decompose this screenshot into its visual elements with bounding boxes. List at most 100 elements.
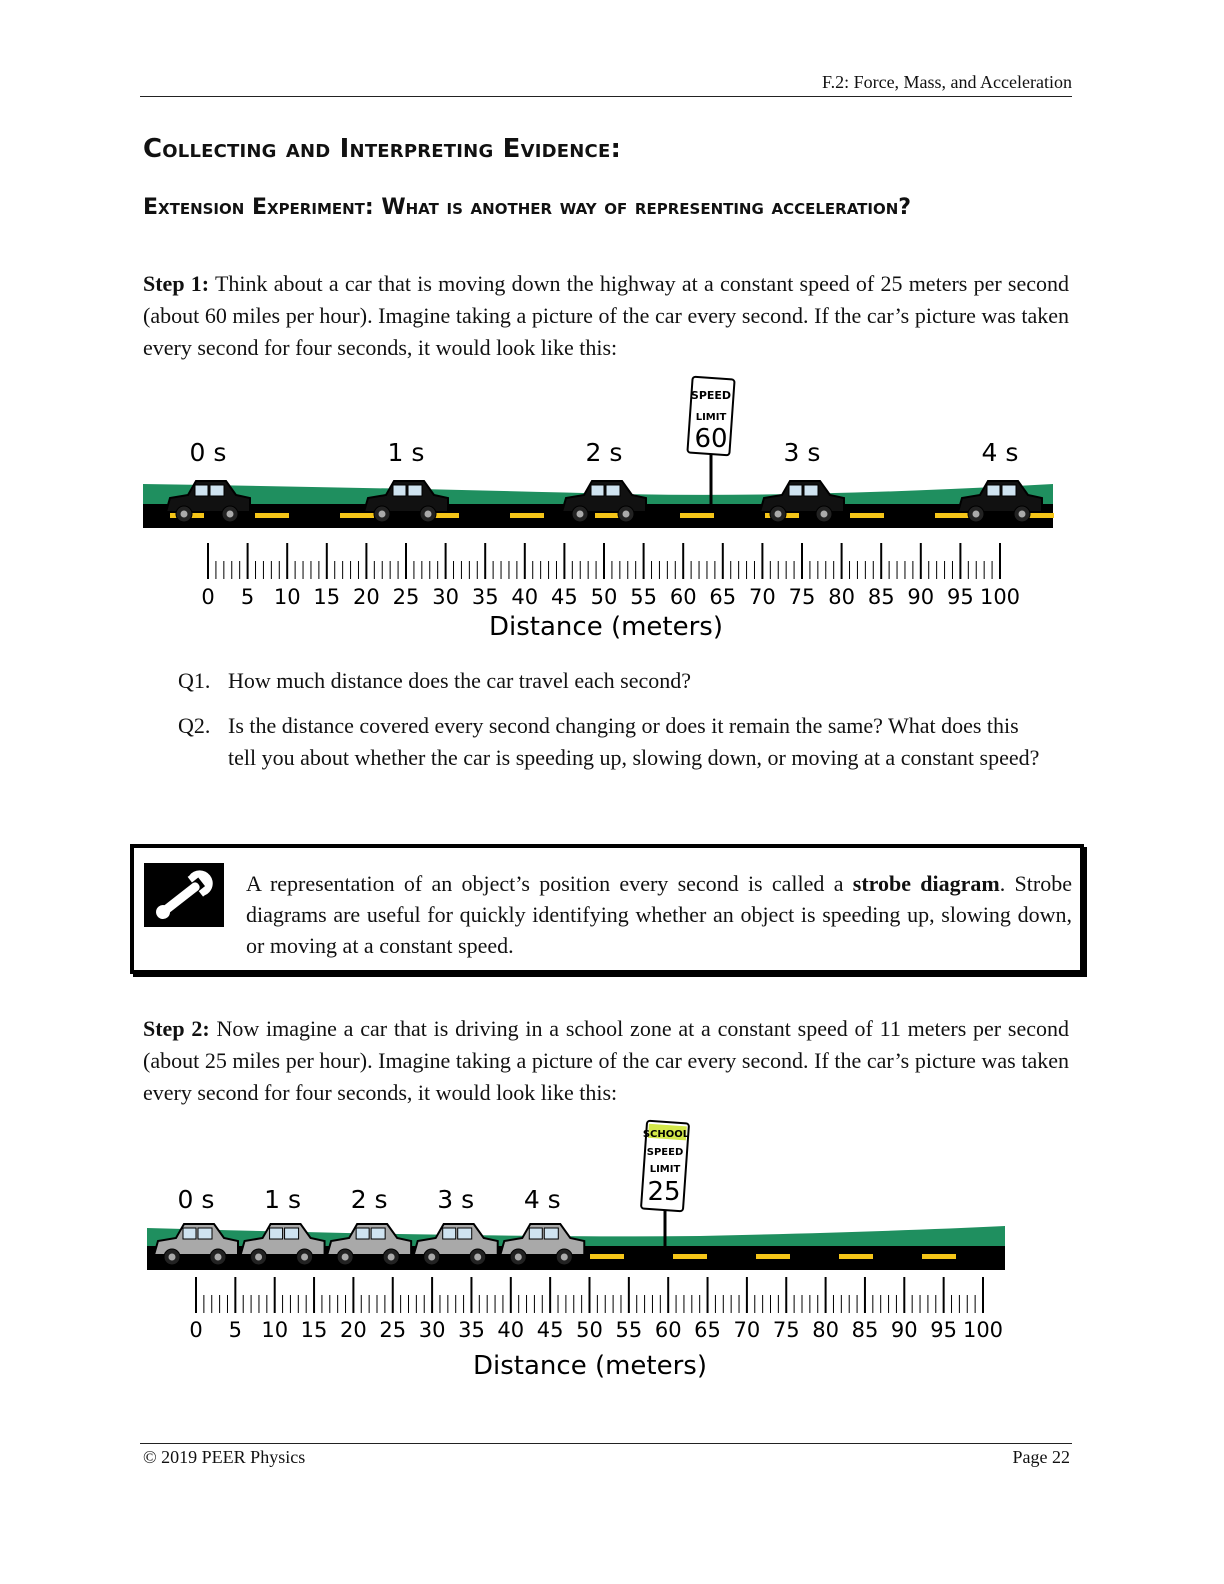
car [152, 1223, 239, 1266]
lane-stripe [590, 1254, 624, 1259]
lane-stripe [425, 513, 459, 518]
fig1-axis-label: Distance (meters) [489, 612, 723, 642]
fig2-ruler-label: 85 [852, 1318, 879, 1342]
fig2-ruler-label: 45 [537, 1318, 564, 1342]
fig2-axis-label: Distance (meters) [473, 1351, 707, 1381]
fig1-ruler-label: 25 [393, 585, 420, 609]
fig2-ruler-label: 50 [576, 1318, 603, 1342]
fig1-ruler-label: 85 [868, 585, 895, 609]
lane-stripe [673, 1254, 707, 1259]
lane-stripe [765, 513, 799, 518]
lane-stripe [255, 513, 289, 518]
school-speed-sign [640, 1119, 690, 1213]
car [362, 480, 449, 523]
note-text-after: . Strobe diagrams are useful for quickly… [246, 871, 1072, 958]
fig2-ruler-label: 75 [773, 1318, 800, 1342]
car [412, 1223, 499, 1266]
car [956, 480, 1043, 523]
fig2-ruler-label: 35 [458, 1318, 485, 1342]
fig1-ruler-label: 100 [980, 585, 1020, 609]
strobe-diagram-term: strobe diagram [852, 871, 1000, 896]
car [239, 1223, 326, 1266]
step-1-text: Think about a car that is moving down th… [143, 271, 1070, 360]
car [560, 480, 647, 523]
fig1-ruler-label: 10 [274, 585, 301, 609]
lane-stripe [340, 513, 374, 518]
lane-stripe [595, 513, 629, 518]
header-divider [140, 96, 1072, 97]
fig1-ruler-label: 55 [630, 585, 657, 609]
fig1-ruler-label: 50 [591, 585, 618, 609]
lane-stripe [1020, 513, 1054, 518]
car [164, 480, 251, 523]
sign-number: 25 [647, 1177, 680, 1207]
fig2-ruler-label: 90 [891, 1318, 918, 1342]
question-1: Q1. How much distance does the car trave… [178, 665, 1058, 697]
fig2-ruler-label: 80 [812, 1318, 839, 1342]
fig2-ruler-label: 5 [229, 1318, 242, 1342]
page-number: Page 22 [1012, 1447, 1071, 1467]
fig2-ruler-label: 60 [655, 1318, 682, 1342]
fig2-ruler-label: 30 [419, 1318, 446, 1342]
speed-limit-sign [686, 375, 736, 457]
lane-stripe [170, 513, 204, 518]
step-2-paragraph: Step 2: Now imagine a car that is drivin… [143, 1013, 1069, 1109]
fig2-ruler-label: 40 [497, 1318, 524, 1342]
fig1-ruler-label: 65 [709, 585, 736, 609]
lane-stripe [850, 513, 884, 518]
time-label: 2 s [351, 1185, 388, 1214]
fig2-ruler-label: 20 [340, 1318, 367, 1342]
fig1-ruler-label: 70 [749, 585, 776, 609]
time-label: 1 s [264, 1185, 301, 1214]
note-text: A representation of an object’s position… [246, 868, 1072, 961]
sign-text-speed: SPEED [647, 1147, 684, 1158]
fig1-ruler-label: 95 [947, 585, 974, 609]
time-label: 3 s [437, 1185, 474, 1214]
strobe-diagram-note: A representation of an object’s position… [130, 844, 1084, 974]
fig1-ruler-label: 45 [551, 585, 578, 609]
fig2-ruler-label: 0 [189, 1318, 202, 1342]
fig1-ruler-label: 75 [789, 585, 816, 609]
note-text-before: A representation of an object’s position… [246, 871, 853, 896]
time-label: 1 s [388, 438, 425, 467]
lane-stripe [756, 1254, 790, 1259]
fig1-ruler-label: 35 [472, 585, 499, 609]
fig2-ruler-label: 15 [301, 1318, 328, 1342]
grass-strip [143, 484, 1053, 508]
question-1-number: Q1. [178, 668, 211, 693]
grass-strip [147, 1226, 1005, 1250]
question-2: Q2. Is the distance covered every second… [178, 710, 1058, 810]
fig2-ruler-label: 95 [930, 1318, 957, 1342]
fig2-ruler-label: 55 [615, 1318, 642, 1342]
sign-text-limit: LIMIT [650, 1164, 681, 1175]
fig2-ruler-label: 65 [694, 1318, 721, 1342]
question-2-text: Is the distance covered every second cha… [228, 713, 1040, 770]
fig1-ruler-label: 0 [201, 585, 214, 609]
time-label: 0 s [190, 438, 227, 467]
step-2-label: Step 2: [143, 1016, 210, 1041]
sign-text-school: SCHOOL [643, 1129, 690, 1140]
lane-stripe [922, 1254, 956, 1259]
step-1-label: Step 1: [143, 271, 210, 296]
highway-road [143, 504, 1053, 528]
step-1-paragraph: Step 1: Think about a car that is moving… [143, 268, 1069, 364]
time-label: 2 s [586, 438, 623, 467]
fig1-ruler-label: 60 [670, 585, 697, 609]
fig1-ruler-label: 80 [828, 585, 855, 609]
footer-divider [140, 1443, 1072, 1444]
car [498, 1223, 586, 1266]
sign-text-speed: SPEED [691, 389, 731, 402]
section-heading: Collecting and Interpreting Evidence: [143, 134, 622, 164]
question-1-text: How much distance does the car travel ea… [228, 668, 692, 693]
lane-stripe [935, 513, 969, 518]
fig1-ruler-label: 40 [511, 585, 538, 609]
fig2-ruler-label: 100 [963, 1318, 1003, 1342]
fig1-ruler-label: 20 [353, 585, 380, 609]
school-road [147, 1246, 1005, 1270]
question-2-number: Q2. [178, 713, 211, 738]
fig2-ruler-label: 10 [261, 1318, 288, 1342]
lane-stripe [510, 513, 544, 518]
time-label: 4 s [982, 438, 1019, 467]
car [325, 1223, 413, 1266]
time-label: 3 s [784, 438, 821, 467]
